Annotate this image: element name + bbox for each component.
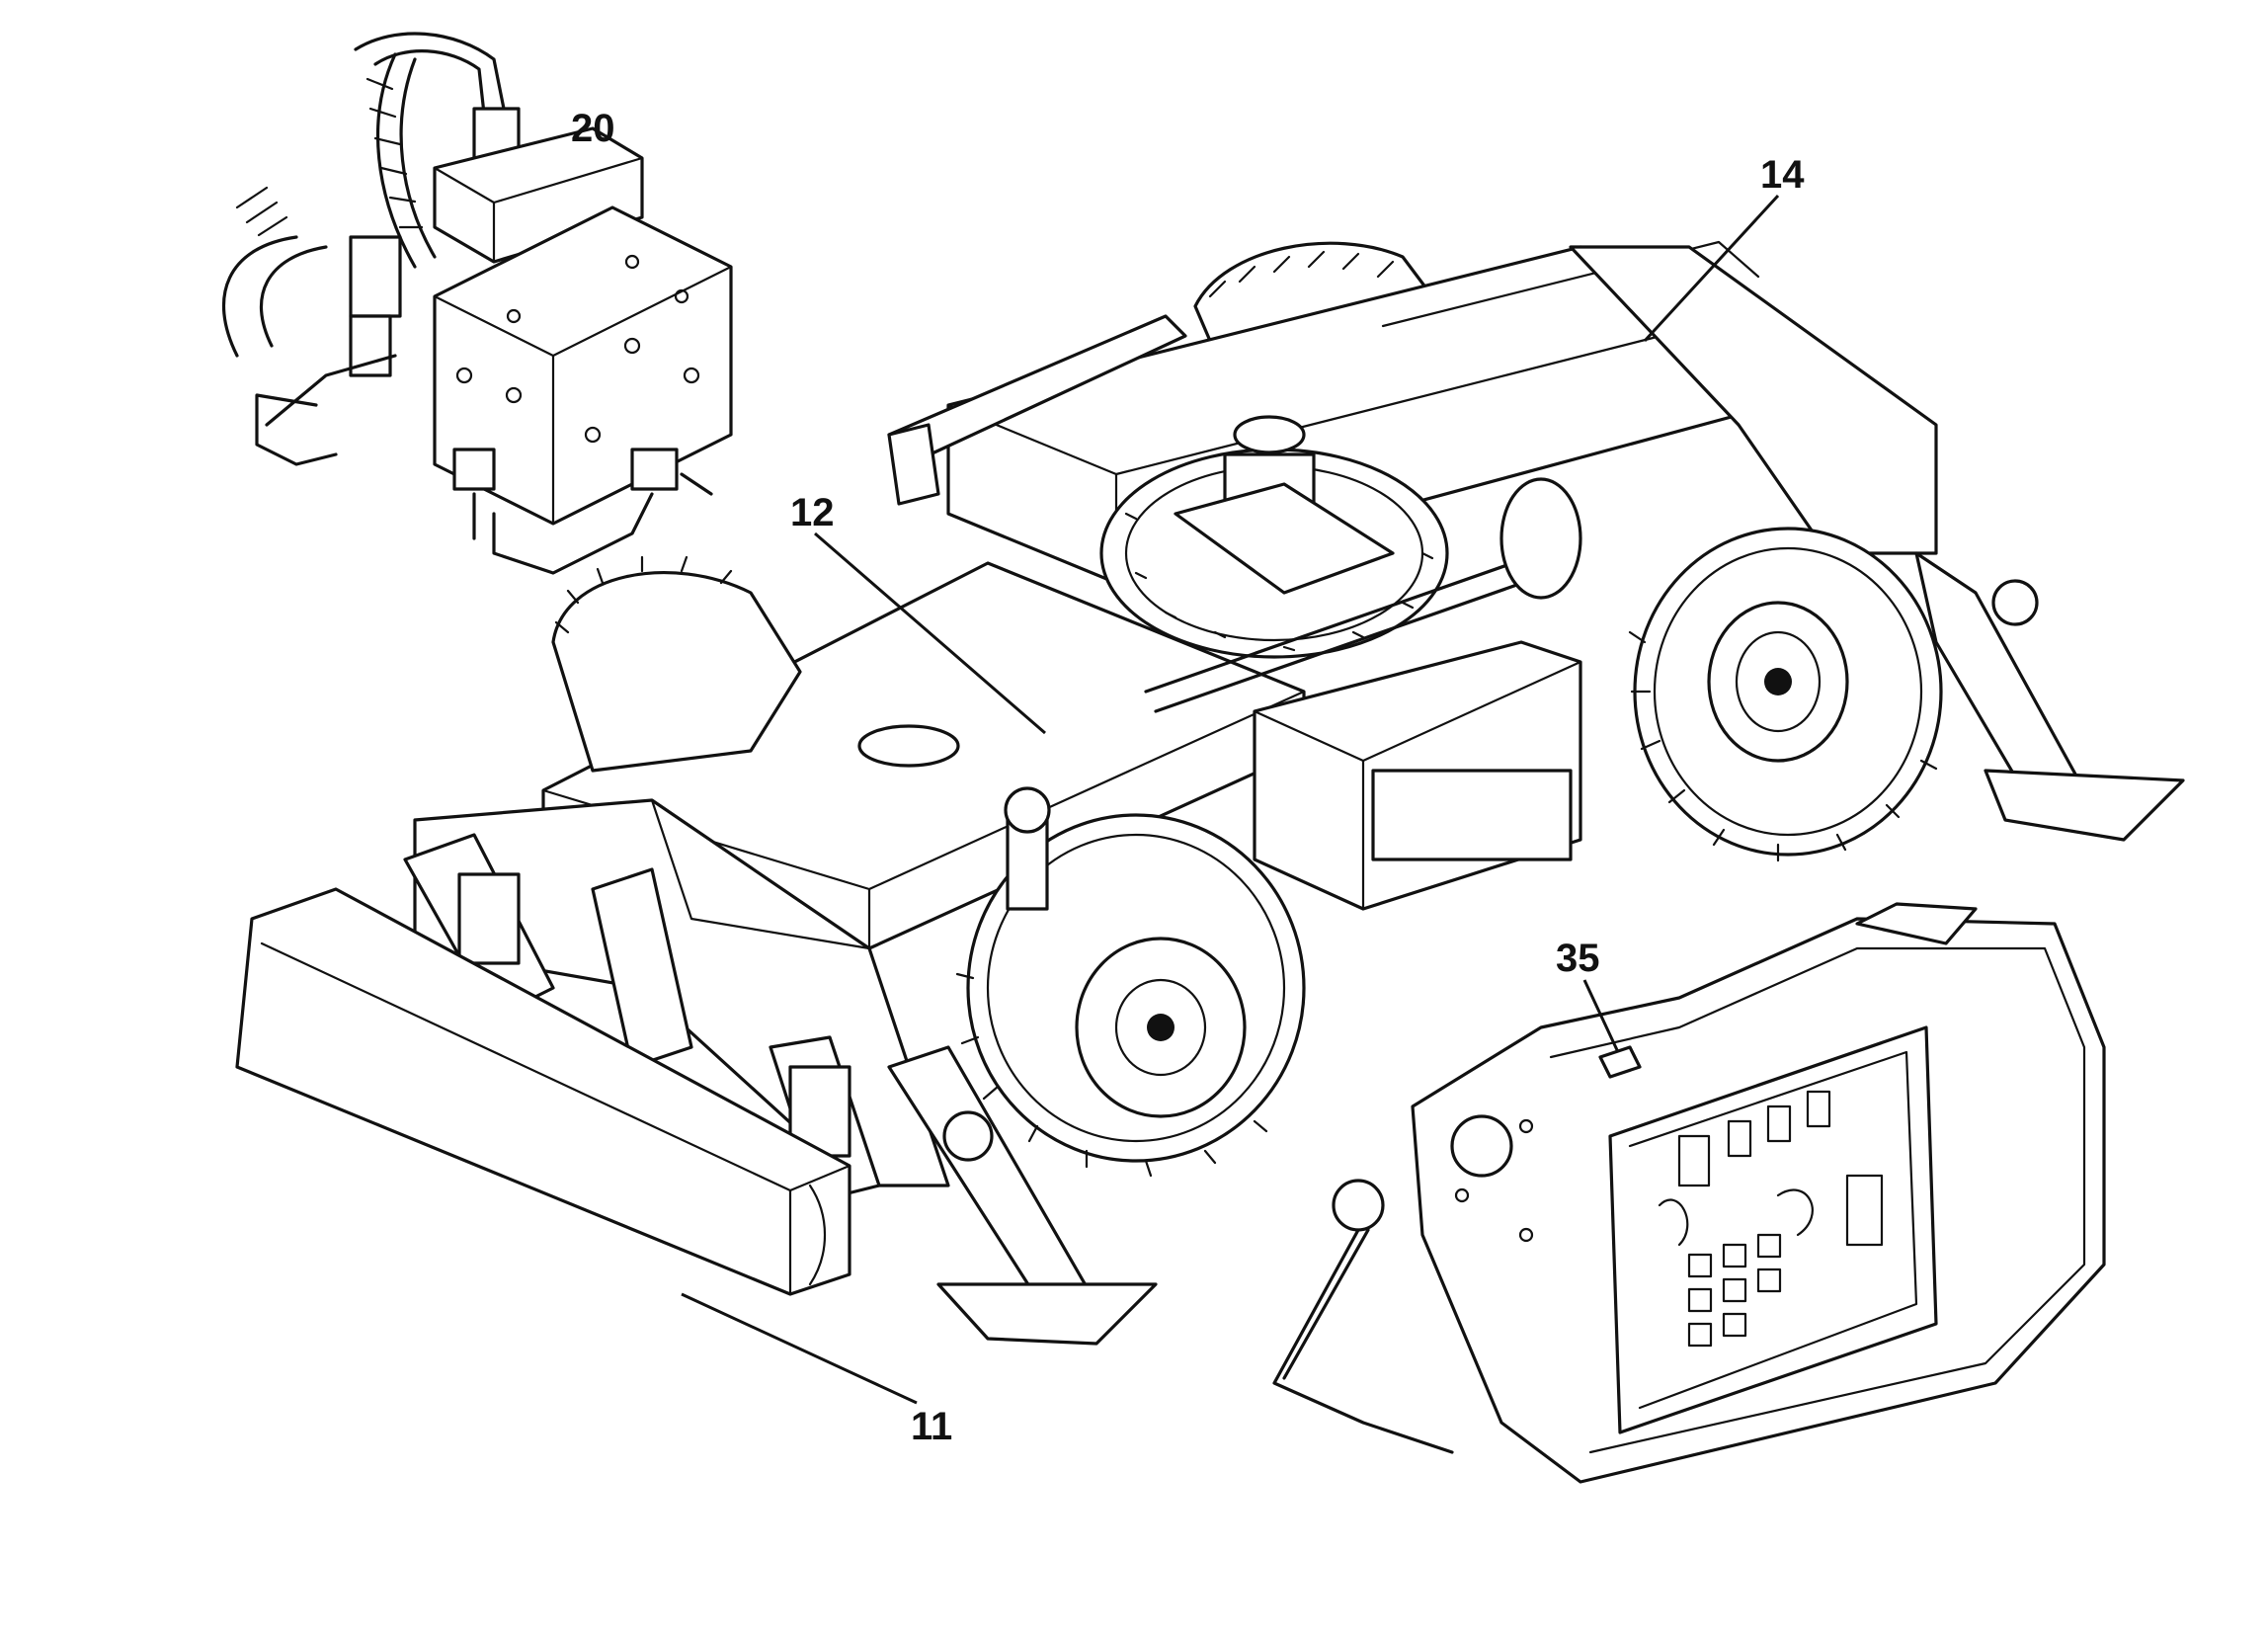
leader-line-12 — [814, 532, 1046, 735]
callout-label-14: 14 — [1760, 153, 1805, 197]
callout-label-35: 35 — [1556, 937, 1600, 980]
chassis-carrier — [235, 240, 2185, 1346]
callout-12: 12 — [790, 491, 1046, 735]
control-panel-housing — [1272, 902, 2106, 1484]
leader-line-14 — [1643, 194, 1780, 343]
callout-35: 35 — [1556, 937, 1620, 1053]
hydraulic-valve-block — [221, 32, 733, 575]
callout-14: 14 — [1643, 153, 1805, 343]
callout-20: 20 — [571, 107, 615, 150]
leader-line-11 — [681, 1292, 918, 1405]
callout-label-11: 11 — [911, 1405, 952, 1448]
leader-line-35 — [1582, 979, 1620, 1053]
callout-11: 11 — [681, 1292, 952, 1448]
callout-label-12: 12 — [790, 491, 835, 534]
callout-label-20: 20 — [571, 107, 615, 150]
